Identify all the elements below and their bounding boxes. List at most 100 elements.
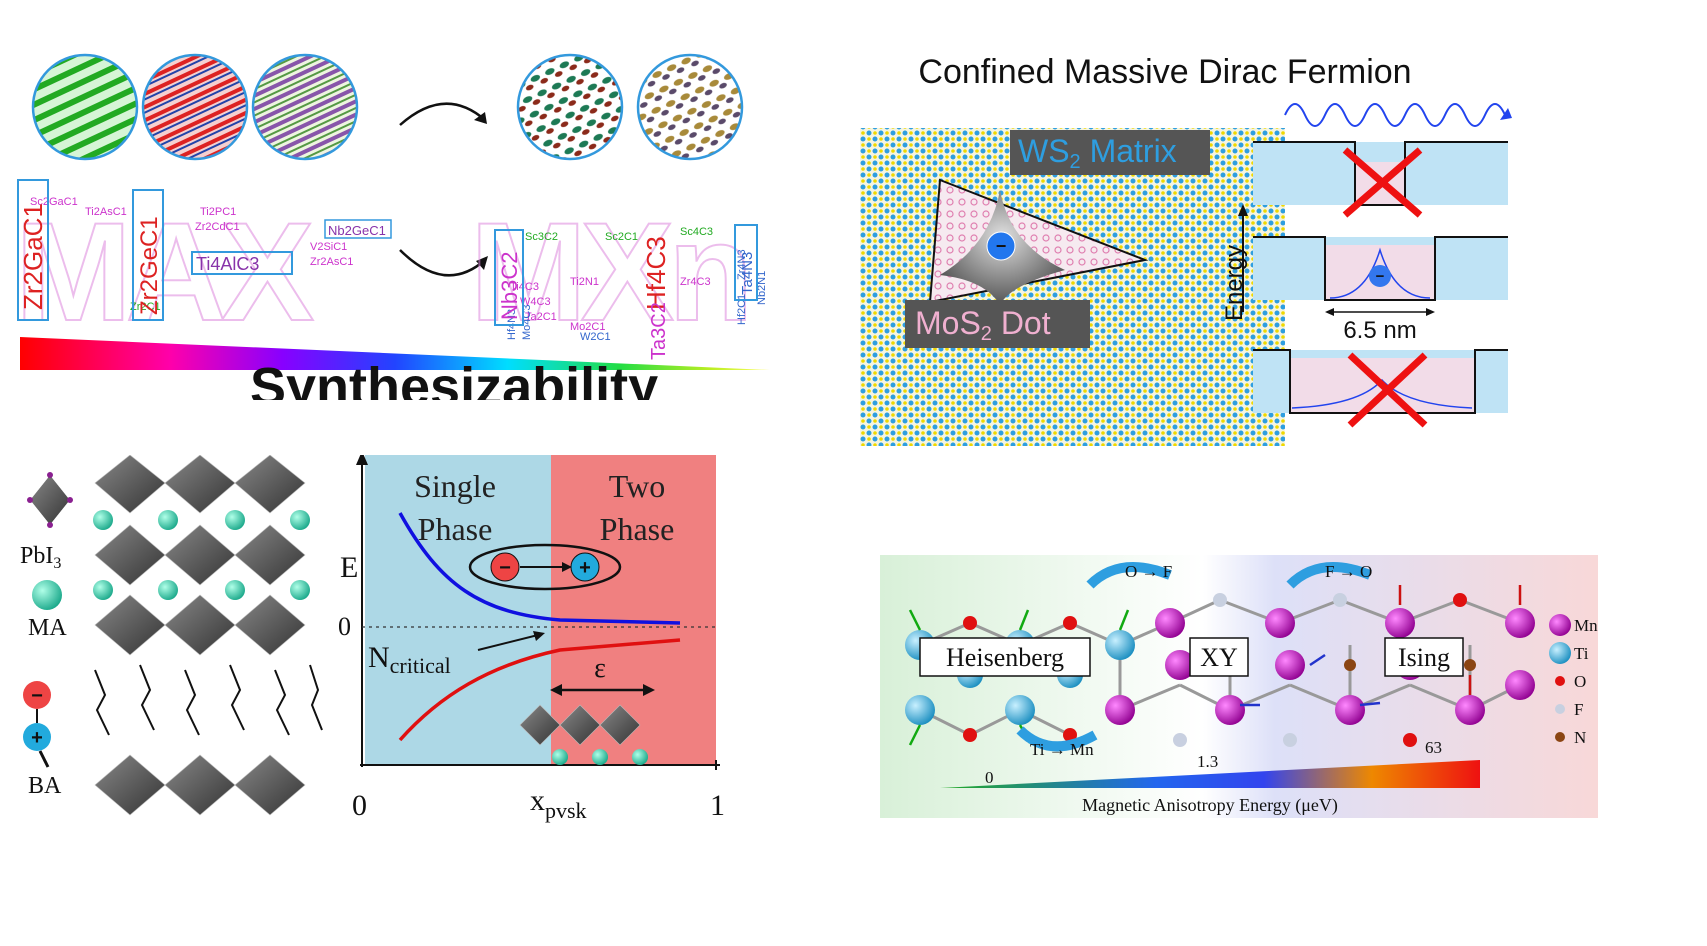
transfer-arrow-f-o [1286,562,1372,589]
small-label: Sc2GaC1 [30,196,78,208]
small-labels: Ti2AsC1 V2SiC1 Zr2AsC1 Ti2PC1 Zr2CdC1 Sc… [30,196,711,333]
small-label: Hf2C1 [736,294,748,325]
ti-to-mn-label: Ti → Mn [1030,740,1094,759]
small-label: Zr4C3 [680,276,711,288]
plus-symbol: + [579,557,591,579]
ws2-label: WS2 Matrix [1018,133,1177,173]
max-mxene-figure: MAX MXn Ti2AsC1 V2SiC1 Zr2AsC1 Ti2PC1 Zr… [14,53,770,417]
legend-ti: Ti [1574,644,1589,663]
electron-symbol: − [996,236,1007,256]
perovskite-panel: PbI3 MA − + BA [0,451,820,925]
small-label: Zr2AsC1 [310,256,353,268]
mxene-circle-teal [516,53,624,161]
transfer-arrow-ti-mn [1016,726,1098,752]
potential-well-narrow [1253,141,1508,218]
magnetic-figure: O → F F → O Ti → Mn Heisenberg XY Ising … [880,555,1598,818]
small-label: Nb2N1 [756,271,768,305]
lower-energy-curve [398,638,681,742]
electron-icon [1369,265,1391,287]
heisenberg-box [919,637,1091,677]
x-axis-label: xpvsk [530,784,587,823]
small-label: Ti2AsC1 [85,206,127,218]
minus-symbol: − [31,685,43,707]
potential-well-correct: − 6.5 nm [1253,236,1508,344]
synthesizability-title: Synthesizability [250,357,658,400]
dirac-figure: Confined Massive Dirac Fermion − WS2 Mat… [850,53,1512,446]
mae-tick-2: 63 [1425,738,1442,757]
electron-symbol: − [1376,268,1385,285]
minus-symbol: − [499,557,511,579]
small-label: Ti2PC1 [200,206,236,218]
legend-n: N [1574,728,1586,747]
pvsk-legend: PbI3 MA − + BA [20,472,73,799]
small-label: Ti2N1 [570,276,599,288]
magnetic-anisotropy-panel: O → F F → O Ti → Mn Heisenberg XY Ising … [880,555,1680,855]
crystal-circle-green [31,53,139,161]
small-label: Zr2CdC1 [195,221,240,233]
ws2-matrix-lattice [850,128,1285,446]
element-legend: Mn Ti O F N [1549,614,1598,747]
plus-icon [23,723,51,751]
xy-box [1189,637,1249,677]
mos2-label: MoS2 Dot [915,305,1051,345]
mae-wedge [940,760,1480,788]
small-label: Sc3C2 [525,231,558,243]
small-label: Sc2C1 [605,231,638,243]
small-label: Sc4C3 [680,226,713,238]
single-label-1: Single [414,468,496,504]
crystal-circle-red [141,53,249,161]
boxed-label: Nb3C2 [497,252,522,320]
small-label: W2C1 [580,331,611,343]
mae-tick-0: 0 [985,768,994,787]
y-axis-label: E [340,551,358,584]
big-word-max: MAX [15,193,314,350]
mae-axis-label: Magnetic Anisotropy Energy (μeV) [1082,795,1338,816]
electron-icon [986,231,1016,261]
arrow-lower [399,249,486,277]
small-labels-green: Zr2C1 Sc3C2 Sc2C1 Sc4C3 [130,226,713,313]
two-label-1: Two [609,468,665,504]
max-crystal-circles [31,53,744,161]
small-label: Ta2C1 [525,311,557,323]
n-critical-label: Ncritical [368,641,451,678]
perovskite-lattice [93,454,323,816]
small-label: Mo2C1 [570,321,605,333]
heisenberg-label: Heisenberg [946,643,1064,672]
boxed-label: Zr2GeC1 [136,216,163,315]
upper-energy-curve [398,512,681,625]
ws2-label-box [1010,130,1210,175]
mxene-circle-gold [636,53,744,161]
energy-axis-label: Energy [1221,245,1248,321]
x-one-label: 1 [710,789,725,822]
boxed-label: Ta4N3 [739,252,756,295]
escaping-wave [1284,103,1506,127]
plus-symbol: + [31,727,43,749]
small-label: Zr4N3 [736,249,748,280]
boxed-label: Ti4AlC3 [196,254,259,274]
perovskite-figure: PbI3 MA − + BA [20,451,725,823]
mn-atoms [1105,608,1535,725]
small-label: Zr2C1 [130,301,161,313]
mos2-label-box [905,300,1090,348]
dirac-fermion-panel: Confined Massive Dirac Fermion − WS2 Mat… [850,40,1700,480]
small-label: V2SiC1 [310,241,347,253]
small-label: Ti4C3 [510,281,539,293]
xy-label: XY [1200,643,1238,672]
phase-diagram: Single Phase Two Phase − + E 0 Ncritical… [338,451,725,823]
ba-label: BA [28,773,62,799]
y-zero-label: 0 [338,612,351,641]
single-label-2: Phase [418,511,493,547]
crystal-circle-purple [251,53,359,161]
legend-f: F [1574,700,1583,719]
ising-label: Ising [1398,643,1450,672]
hole-minus-icon [23,681,51,709]
synthesizability-wedge [20,337,770,370]
boxed-labels: Zr2GaC1 Zr2GeC1 Ti4AlC3 Nb2GeC1 Nb3C2 Hf… [17,179,758,360]
pbi3-label: PbI3 [20,543,61,572]
max-mxene-panel: MAX MXn Ti2AsC1 V2SiC1 Zr2AsC1 Ti2PC1 Zr… [0,40,770,417]
width-label: 6.5 nm [1343,317,1416,344]
ma-icon [32,580,62,610]
small-label: W4C3 [520,296,551,308]
two-label-2: Phase [600,511,675,547]
x-zero-label: 0 [352,789,367,822]
